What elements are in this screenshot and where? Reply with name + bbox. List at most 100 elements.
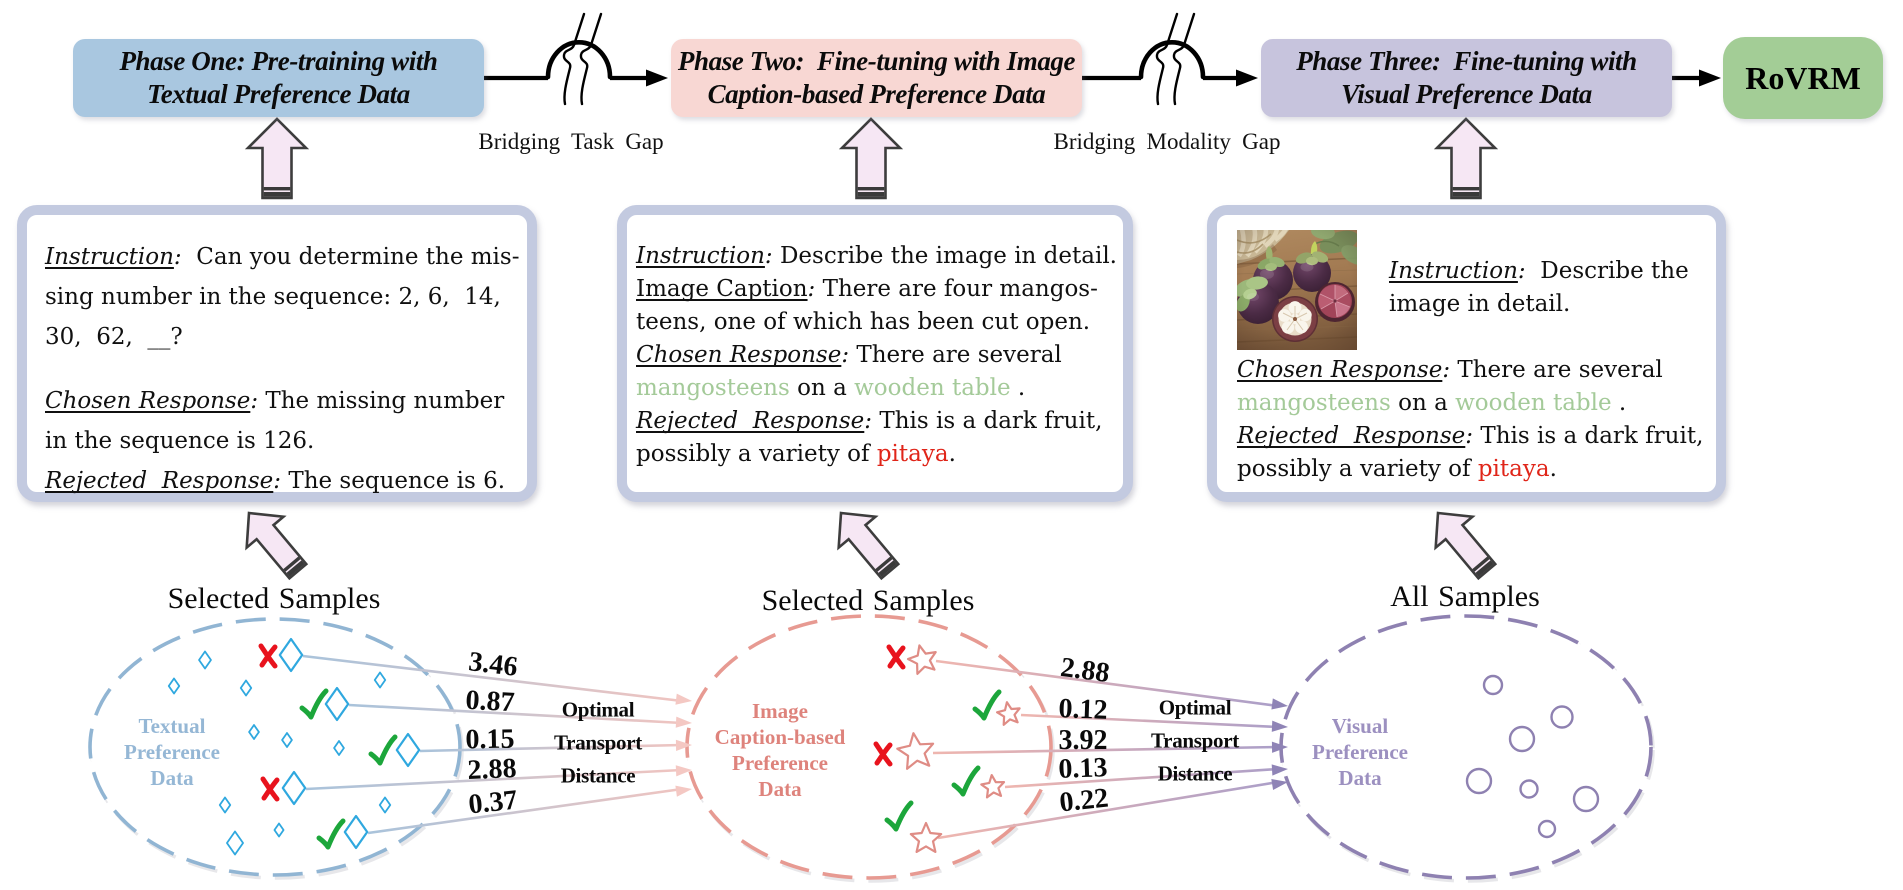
field-label: Rejected Response — [1237, 423, 1466, 449]
circle-marker — [1519, 779, 1539, 799]
text-segment: 30, 62, __? — [45, 324, 183, 350]
example-text-line: Rejected Response: This is a dark fruit, — [636, 408, 1102, 434]
diamond-marker — [324, 686, 350, 722]
example-text-line: possibly a variety of pitaya. — [636, 441, 956, 467]
text-segment: Describe the image in detail. — [772, 243, 1117, 269]
text-segment: possibly a variety of — [1237, 456, 1478, 482]
diamond-marker — [167, 677, 181, 695]
text-segment: teens, one of which has been cut open. — [636, 309, 1091, 335]
text-segment: : — [273, 468, 282, 494]
text-segment: . — [948, 441, 956, 467]
star-marker — [896, 732, 935, 770]
diamond-marker — [373, 671, 387, 689]
circle-marker — [1465, 767, 1493, 795]
diamond-marker — [239, 679, 253, 697]
transport-distance-value: 0.13 — [1057, 752, 1109, 785]
line-break-slashes-icon — [1172, 12, 1196, 106]
phase-three-line1: Phase Three: Fine-tuning with — [1296, 46, 1637, 76]
visual-example-box — [1207, 205, 1726, 502]
phase-one-line2: Textual Preference Data — [147, 79, 410, 109]
text-segment: Describe the — [1525, 258, 1689, 284]
text-segment: image in detail. — [1389, 291, 1571, 317]
text-segment: : — [807, 276, 816, 302]
text-segment: Can you determine the mis- — [181, 244, 520, 270]
circle-marker — [1508, 725, 1536, 753]
chosen-check-icon — [884, 800, 914, 832]
example-text-line: 30, 62, __? — [45, 324, 183, 350]
block-arrow-up-left-icon — [1434, 511, 1498, 581]
field-label: Chosen Response — [636, 342, 842, 368]
text-segment: possibly a variety of — [636, 441, 877, 467]
transport-line-pink-purple — [935, 659, 1288, 710]
transport-line-pink-purple — [1004, 764, 1288, 789]
transport-line-blue-pink — [305, 765, 692, 791]
star-marker — [909, 821, 943, 854]
text-segment: on a — [789, 375, 855, 401]
diamond-marker — [281, 732, 293, 748]
transport-line-blue-pink — [419, 739, 692, 753]
text-segment: : — [1517, 258, 1526, 284]
line-break-slashes-icon — [1155, 12, 1179, 106]
star-marker — [980, 773, 1006, 799]
transport-line-pink-purple — [937, 778, 1288, 840]
text-segment: This is a dark fruit, — [872, 408, 1103, 434]
text-segment: There are several — [1450, 357, 1663, 383]
example-text-line: Chosen Response: The missing number — [45, 388, 504, 414]
mangosteens-photo — [1237, 230, 1357, 350]
text-segment: wooden table — [854, 375, 1011, 401]
phase-one-line1: Phase One: Pre-training with — [119, 46, 438, 76]
example-text-line: Chosen Response: There are several — [636, 342, 1062, 368]
rovrm-box: RoVRM — [1723, 37, 1883, 119]
textual-example-box — [17, 205, 537, 502]
example-text-line: image in detail. — [1389, 291, 1570, 317]
text-segment: : — [173, 244, 182, 270]
example-text-line: teens, one of which has been cut open. — [636, 309, 1090, 335]
rejected-cross-icon — [873, 741, 893, 767]
text-segment: mangosteens — [1237, 390, 1391, 416]
samples-label: Selected Samples — [167, 582, 381, 615]
transport-line-blue-pink — [367, 785, 692, 835]
text-segment: : — [864, 408, 873, 434]
transport-distance-value: 0.12 — [1057, 693, 1109, 726]
text-segment: . — [1611, 390, 1627, 416]
phase-two-line2: Caption-based Preference Data — [707, 79, 1046, 109]
optimal-transport-distance-label: Optimal Transport Distance — [554, 697, 642, 788]
line-break-slashes-icon — [562, 12, 586, 106]
line-break-slashes-icon — [579, 12, 603, 106]
circle-marker — [1572, 785, 1600, 813]
phase-two-box: Phase Two: Fine-tuning with Image Captio… — [671, 39, 1082, 117]
text-segment: : — [250, 388, 259, 414]
example-text-line: Image Caption: There are four mangos- — [636, 276, 1098, 302]
text-segment: : — [1442, 357, 1451, 383]
example-text-line: in the sequence is 126. — [45, 428, 314, 454]
example-text-line: Rejected Response: This is a dark fruit, — [1237, 423, 1703, 449]
rejected-cross-icon — [886, 644, 906, 670]
block-arrow-up-icon — [244, 117, 310, 200]
preference-data-label: Visual Preference Data — [1312, 714, 1408, 790]
field-label: Instruction — [636, 243, 765, 269]
text-segment: . — [1010, 375, 1026, 401]
text-segment: There are four mangos- — [815, 276, 1098, 302]
preference-data-label: Textual Preference Data — [124, 714, 220, 790]
text-segment: pitaya — [876, 441, 949, 467]
text-segment: mangosteens — [636, 375, 790, 401]
example-text-line: Instruction: Can you determine the mis- — [45, 244, 519, 270]
text-segment: wooden table — [1455, 390, 1612, 416]
example-text-line: Chosen Response: There are several — [1237, 357, 1663, 383]
phase-two-line1: Phase Two: Fine-tuning with Image — [677, 46, 1076, 76]
diamond-marker — [218, 796, 232, 814]
text-segment: in the sequence is 126. — [45, 428, 315, 454]
circle-marker — [1537, 819, 1557, 839]
rejected-cross-icon — [258, 643, 278, 669]
rovrm-label: RoVRM — [1745, 59, 1861, 96]
example-text-line: mangosteens on a wooden table . — [636, 375, 1025, 401]
diamond-marker — [378, 796, 392, 814]
arrow-to-rovrm — [1672, 69, 1721, 87]
transport-distance-value: 2.88 — [466, 752, 518, 787]
text-segment: : — [841, 342, 850, 368]
circle-marker — [1482, 674, 1504, 696]
connector-arrow — [1082, 12, 1258, 106]
phase-three-box: Phase Three: Fine-tuning with Visual Pre… — [1261, 39, 1672, 117]
diamond-marker — [198, 650, 212, 670]
